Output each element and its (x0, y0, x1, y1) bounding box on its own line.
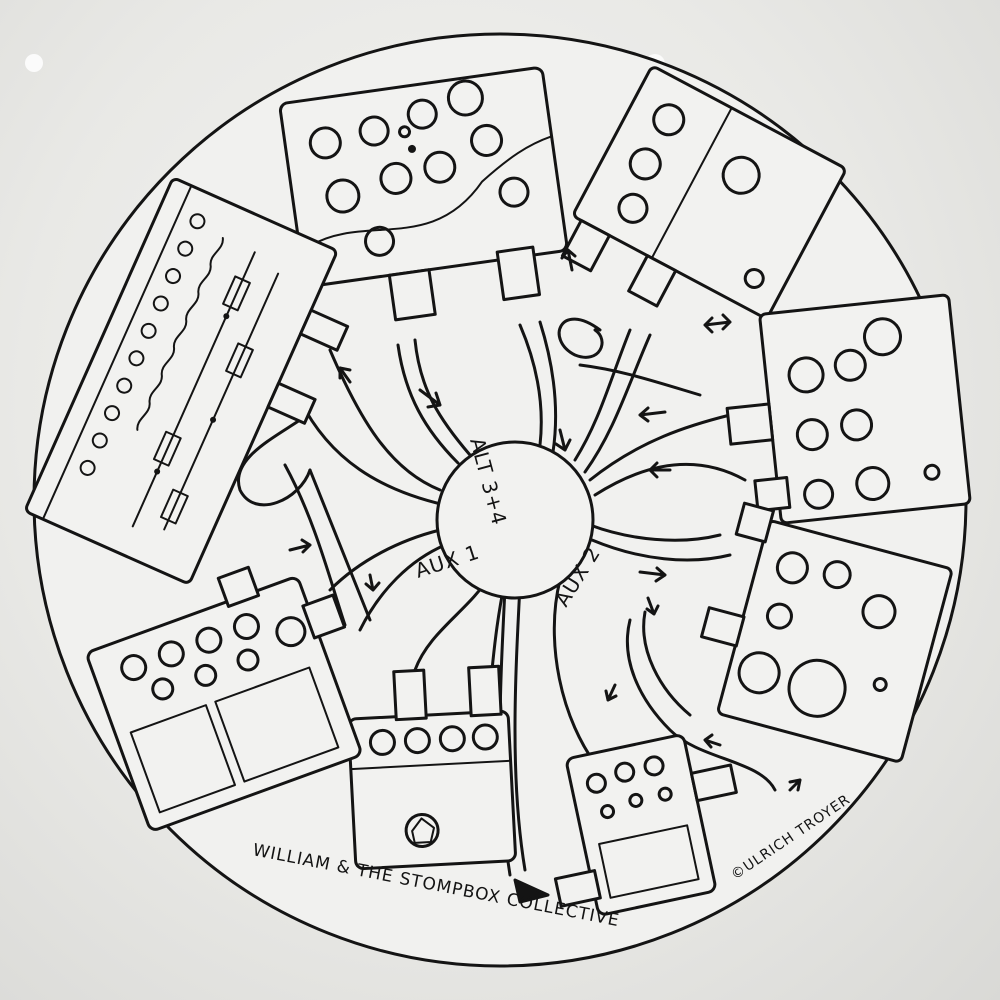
pedal-lower-right (699, 501, 953, 763)
glare-spot (25, 54, 43, 72)
flow-arrows (288, 248, 802, 904)
hub-circle (435, 440, 595, 600)
rack-unit-left (25, 178, 350, 584)
pedal-right (725, 293, 972, 525)
pedal-bottom-left (86, 565, 362, 831)
pedal-top (278, 66, 569, 322)
pedal-bottom-center (347, 664, 517, 871)
rack-knob-row (79, 213, 206, 476)
pedal-top-right (560, 66, 846, 319)
pedal-bottom-right (553, 734, 738, 916)
knob-group (308, 79, 530, 257)
